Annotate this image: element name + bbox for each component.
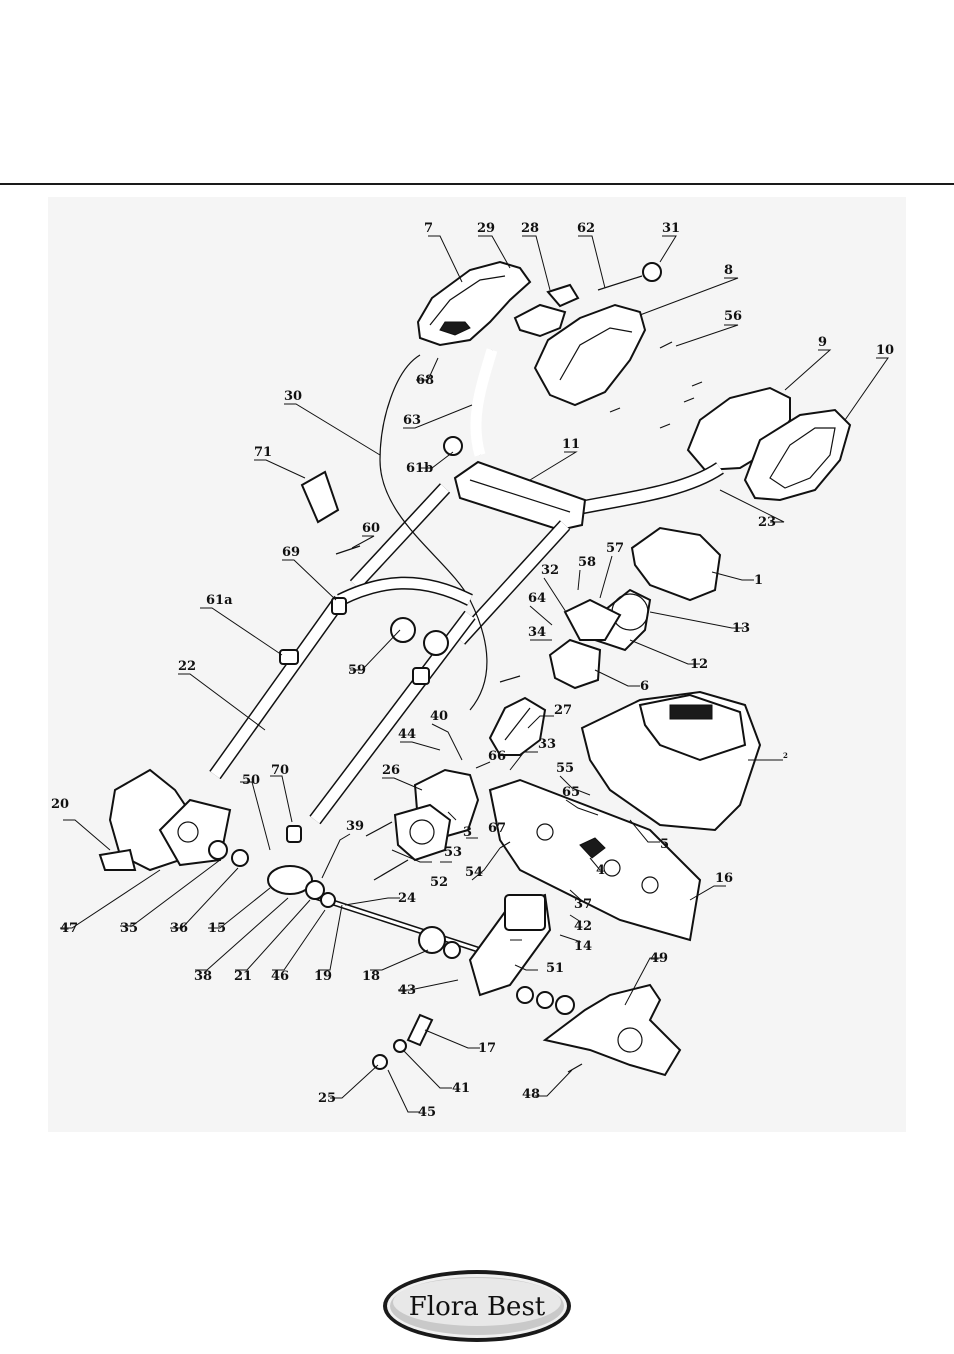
flora-best-logo: Flora Best [381,1268,573,1344]
part-number-labels: 7 29 28 62 31 8 56 9 10 30 63 68 71 61b … [51,221,894,1120]
part-label-67: 67 [488,821,506,836]
part-label-64: 64 [528,591,546,606]
part-label-5: 5 [660,837,669,852]
part-label-57: 57 [606,541,624,556]
part-label-62: 62 [577,221,595,236]
power-cable [379,354,488,711]
knobs [279,436,463,843]
part-label-32: 32 [541,563,559,578]
part-label-43: 43 [398,983,416,998]
part-label-14: 14 [574,939,592,954]
part-label-39: 39 [346,819,364,834]
part-label-25: 25 [318,1091,336,1106]
part-label-10: 10 [876,343,894,358]
part-label-21: 21 [234,969,252,984]
part-label-29: 29 [477,221,495,236]
brand-name: Flora Best [409,1292,546,1322]
main-housing [580,690,762,832]
part-label-1: 1 [754,573,763,588]
part-label-18: 18 [362,969,380,984]
part-label-59: 59 [348,663,366,678]
part-label-9: 9 [818,335,827,350]
part-label-58: 58 [578,555,596,570]
part-label-7: 7 [424,221,433,236]
part-label-55: 55 [556,761,574,776]
gear-housing [393,768,480,862]
handle-bars [349,348,724,645]
part-label-51: 51 [546,961,564,976]
part-label-28: 28 [521,221,539,236]
part-label-41: 41 [452,1081,470,1096]
motor-cover [548,526,722,690]
part-label-40: 40 [430,709,448,724]
part-label-33: 33 [538,737,556,752]
part-label-44: 44 [398,727,416,742]
left-bearings [208,840,336,908]
part-label-56: 56 [724,309,742,324]
part-label-48: 48 [522,1087,540,1102]
part-label-52: 52 [430,875,448,890]
part-label-22: 22 [178,659,196,674]
part-label-68: 68 [416,373,434,388]
part-label-70: 70 [271,763,289,778]
part-label-50: 50 [242,773,260,788]
part-label-47: 47 [60,921,78,936]
switch-parts [513,262,662,338]
part-label-16: 16 [715,871,733,886]
part-label-69: 69 [282,545,300,560]
part-label-66: 66 [488,749,506,764]
part-label-31: 31 [662,221,680,236]
side-plate [488,778,702,942]
part-label-26: 26 [382,763,400,778]
part-label-35: 35 [120,921,138,936]
part-label-2: 2 [783,751,788,760]
part-label-23: 23 [758,515,776,530]
part-label-60: 60 [362,521,380,536]
part-label-53: 53 [444,845,462,860]
part-label-61a: 61a [206,593,233,608]
part-label-3: 3 [463,825,472,840]
part-label-65: 65 [562,785,580,800]
part-label-61b: 61b [406,461,433,476]
motor [488,696,547,756]
handle-housing-right [533,303,647,407]
part-label-27: 27 [554,703,572,718]
part-label-63: 63 [403,413,421,428]
part-label-20: 20 [51,797,69,812]
part-label-54: 54 [465,865,483,880]
part-label-12: 12 [690,657,708,672]
part-label-38: 38 [194,969,212,984]
tine-right [516,983,682,1077]
worm-shaft [372,1013,434,1070]
leader-lines [60,235,889,1113]
part-label-42: 42 [574,919,592,934]
cable-clip [300,470,340,524]
gearbox [468,893,552,997]
part-label-19: 19 [314,969,332,984]
part-label-13: 13 [732,621,750,636]
part-label-34: 34 [528,625,546,640]
part-label-6: 6 [640,679,649,694]
part-label-8: 8 [724,263,733,278]
part-label-36: 36 [170,921,188,936]
part-label-17: 17 [478,1041,496,1056]
part-label-71: 71 [254,445,272,460]
part-label-11: 11 [562,437,580,452]
header-rule [0,183,954,185]
part-label-49: 49 [650,951,668,966]
part-label-45: 45 [418,1105,436,1120]
handle-housing-left [416,260,532,347]
part-label-30: 30 [284,389,302,404]
part-label-4: 4 [596,863,605,878]
screws [335,341,703,1073]
part-label-37: 37 [574,897,592,912]
part-label-15: 15 [208,921,226,936]
part-label-46: 46 [271,969,289,984]
handle-grip-cover [686,386,852,502]
part-label-24: 24 [398,891,416,906]
